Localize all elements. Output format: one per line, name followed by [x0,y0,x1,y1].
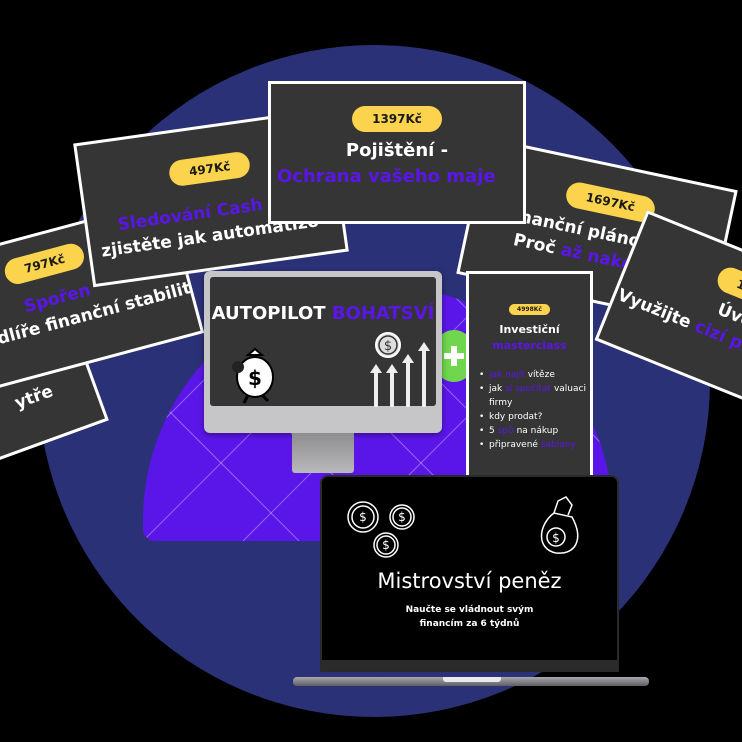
price-badge: 497Kč [167,150,252,188]
laptop-bezel [322,660,617,670]
bullet-accent: šablony [540,440,576,450]
coins-icon: $ $ $ [347,501,415,558]
growth-arrows-icon: $ [370,332,430,407]
laptop-subtitle-line1: Naučte se vládnout svým [405,605,534,615]
bullet-accent: si spočítat [505,384,552,394]
imac-title-plain: AUTOPILOT [211,303,326,324]
card-subtitle-plain: Využijte [614,285,694,333]
price-badge: 797Kč [1,240,88,287]
bullet-text: vítěze [524,370,555,380]
svg-text:$: $ [552,531,560,545]
imac-title-accent: BOHATSVÍ [331,303,435,324]
bullet-text: jak [489,384,506,394]
bullet-accent: jak najít [489,370,525,380]
card-pojisteni: 1397Kč Pojištění - Ochrana vašeho maje [268,81,526,224]
money-bag-icon: $ [540,496,579,554]
card-title: Investiční [499,323,560,336]
laptop-title: Mistrovství peněz [377,569,562,593]
imac-stand [292,433,354,473]
list-item: 5 spů na nákup [479,424,590,438]
svg-text:$: $ [398,510,406,524]
laptop-subtitle-line2: financím za 6 týdnů [419,619,520,629]
list-item: připravené šablony [479,438,590,452]
card-title: Pojištění - [345,140,449,161]
laptop-mockup: $ $ $ $ Mistrovství peněz Naučte se vládno… [320,475,619,672]
bullet-text-after: valuaci firmy [489,384,586,408]
list-item: jak si spočítat valuaci firmy [479,382,590,410]
list-item: kdy prodat? [479,410,590,424]
laptop-notch [443,677,501,682]
bullet-text: 5 [489,426,498,436]
imac-title: AUTOPILOT BOHATSVÍ [210,303,436,324]
bullet-text-after: na nákup [513,426,559,436]
list-item: jak najít vítěze [479,368,590,382]
money-bag-icon: $ [232,347,274,404]
card-subtitle-plain: Proč [511,230,558,259]
card-text: ytře [12,381,56,414]
card-title-accent: masterclass [492,339,567,352]
card-masterclass: 4998Kč Investiční masterclass jak najít … [466,271,593,484]
card-subtitle: Ochrana vašeho maje [277,166,496,187]
imac-mockup: AUTOPILOT BOHATSVÍ $ $ [204,271,442,473]
svg-text:$: $ [248,366,262,390]
price-badge: 1397Kč [352,106,442,132]
price-badge: 4998Kč [509,304,550,315]
bullet-text: kdy prodat? [489,412,543,422]
bullet-accent: spů [497,426,514,436]
laptop-base [293,677,649,686]
dollar-coin-icon: $ [384,339,392,354]
svg-text:$: $ [382,538,390,552]
imac-screen: AUTOPILOT BOHATSVÍ $ $ [210,277,436,407]
bullet-list: jak najít vítěze jak si spočítat valuaci… [479,368,590,452]
laptop-subtitle: Naučte se vládnout svým financím za 6 tý… [322,603,617,631]
bullet-text: připravené [489,440,541,450]
svg-text:$: $ [359,510,367,524]
